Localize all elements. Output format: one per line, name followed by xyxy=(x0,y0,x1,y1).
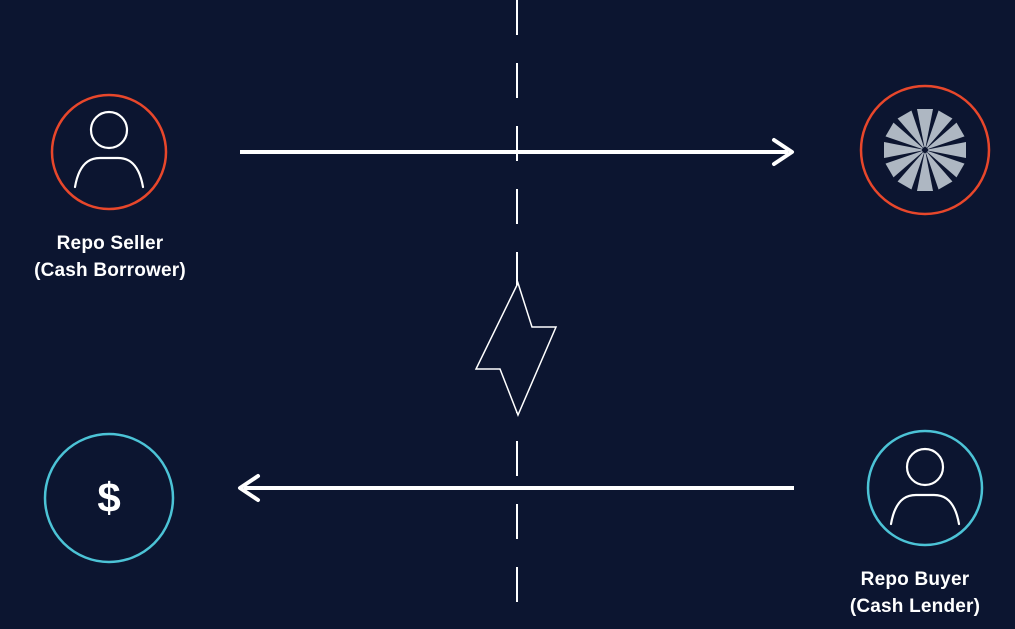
collateral-avatar xyxy=(859,84,991,216)
repo-buyer-label: Repo Buyer (Cash Lender) xyxy=(815,566,1015,620)
repo-buyer-title: Repo Buyer xyxy=(860,569,970,590)
cash-transfer-arrow xyxy=(238,474,794,502)
repo-seller-subtitle: (Cash Borrower) xyxy=(34,260,186,281)
repo-seller-label: Repo Seller (Cash Borrower) xyxy=(0,230,220,284)
lightning-bolt-icon xyxy=(474,280,558,417)
person-icon xyxy=(889,447,961,526)
collateral-transfer-arrow xyxy=(240,138,794,166)
dollar-icon: $ xyxy=(97,474,121,521)
repo-seller-title: Repo Seller xyxy=(56,233,164,254)
pinwheel-icon xyxy=(884,109,966,191)
repo-buyer-subtitle: (Cash Lender) xyxy=(849,596,981,617)
person-icon xyxy=(73,110,145,189)
cash-avatar xyxy=(43,432,175,564)
repo-seller-avatar xyxy=(50,93,168,211)
repo-buyer-avatar xyxy=(866,429,984,547)
